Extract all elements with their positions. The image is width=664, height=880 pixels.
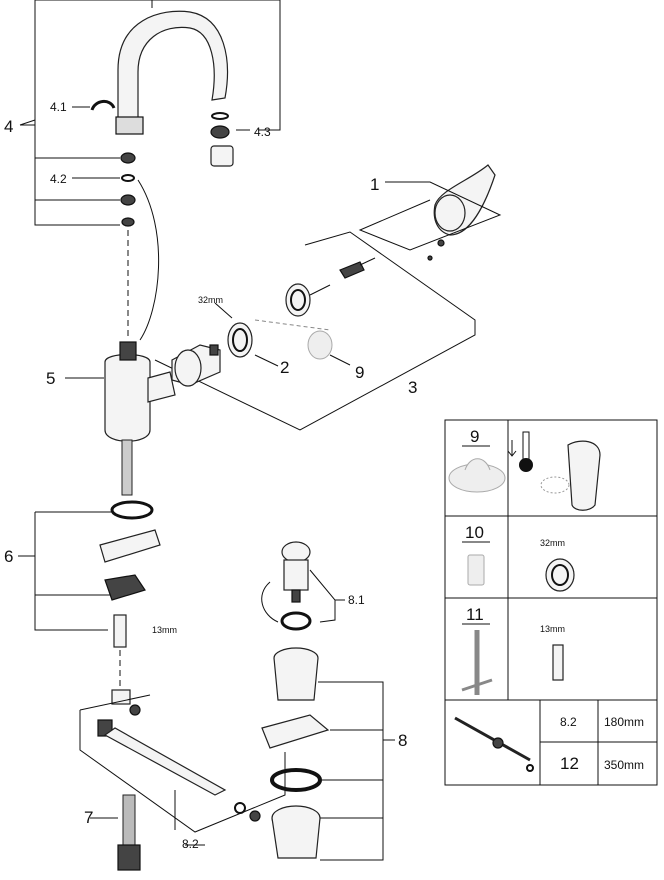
temperature-limiter-9: [307, 330, 333, 360]
aerator-4-3: [210, 112, 234, 167]
mixer-body: [104, 341, 176, 496]
cartridge-stem: [339, 257, 376, 279]
dim-32mm: 32mm: [198, 295, 223, 305]
dim-13mm: 13mm: [152, 625, 177, 635]
ring-32mm: [227, 322, 253, 358]
table-cell-10: 10: [465, 523, 484, 542]
lever-handle: [427, 164, 496, 261]
table-cell-9: 9: [470, 427, 479, 446]
spout: [115, 10, 228, 135]
base-gaskets: [99, 500, 161, 648]
pop-up-rod: [234, 802, 261, 822]
callout-3: 3: [408, 378, 417, 397]
callout-5: 5: [46, 369, 55, 388]
callout-4: 4: [4, 117, 13, 136]
flex-hose: [117, 794, 141, 871]
table-dim-32mm: 32mm: [540, 538, 565, 548]
table-row-length: 180mm: [604, 715, 644, 729]
callout-9: 9: [355, 363, 364, 382]
callout-6: 6: [4, 547, 13, 566]
table-row-part: 8.2: [560, 715, 577, 729]
mounting-kit: [97, 689, 227, 796]
table-dim-13mm: 13mm: [540, 624, 565, 634]
pop-up-waste: [261, 541, 330, 859]
callout-2: 2: [280, 358, 289, 377]
table-row-part: 12: [560, 754, 579, 773]
callout-7: 7: [84, 808, 93, 827]
callout-4-3: 4.3: [254, 125, 271, 139]
cartridge-nut: [285, 283, 331, 317]
callout-8-1: 8.1: [348, 593, 365, 607]
spout-nuts: [120, 152, 136, 227]
spare-parts-table: [444, 419, 658, 786]
table-row-length: 350mm: [604, 758, 644, 772]
callout-1: 1: [370, 175, 379, 194]
callout-8-2: 8.2: [182, 837, 199, 851]
table-cell-11: 11: [466, 605, 484, 624]
callout-4-1: 4.1: [50, 100, 67, 114]
callout-8: 8: [398, 731, 407, 750]
cartridge: [171, 344, 221, 387]
clip-4-1: [90, 100, 116, 111]
callout-4-2: 4.2: [50, 172, 67, 186]
